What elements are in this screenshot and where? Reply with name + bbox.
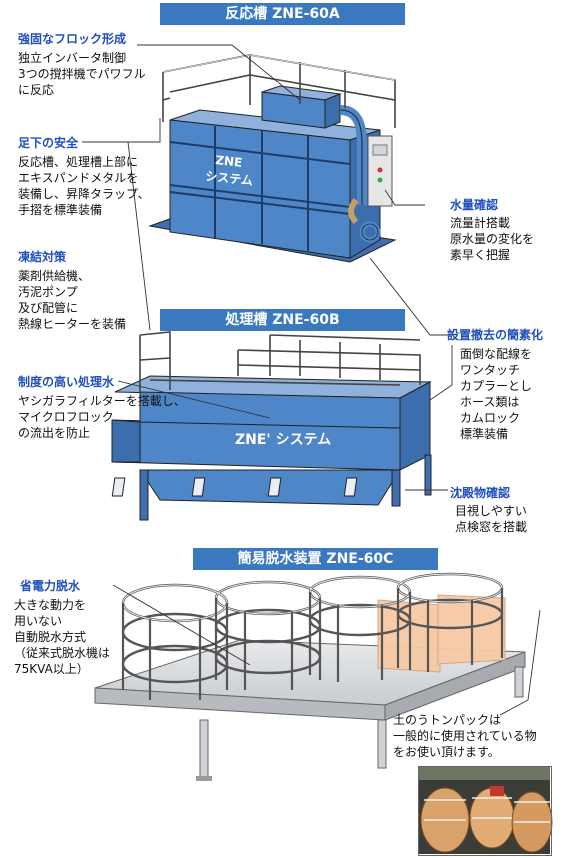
dewatering-unit-illustration: [94, 572, 526, 781]
callout-title-safety: 足下の安全: [18, 136, 79, 150]
callout-title-freeze: 凍結対策: [18, 250, 67, 264]
tonpack-photo: [418, 766, 552, 856]
callout-title-floc: 強固なフロック形成: [18, 32, 127, 46]
tank-b-logo: ZNE' システム: [235, 432, 331, 448]
callout-body-power: 大きな動力を 用いない 自動脱水方式 （従来式脱水機は 75KVA以上）: [14, 598, 111, 676]
callout-body-flow: 流量計搭載 原水量の変化を 素早く把握: [450, 216, 535, 262]
callout-body-floc: 独立インバータ制御 3つの撹拌機でパワフル に反応: [18, 51, 146, 97]
leader-lines: [82, 44, 541, 716]
tank-a-logo-line2: システム: [205, 169, 254, 188]
callout-title-sediment: 沈殿物確認: [450, 486, 511, 500]
callout-title-power: 省電力脱水: [20, 579, 81, 593]
tank-a-logo-line1: ZNE: [215, 153, 243, 170]
callout-title-water: 制度の高い処理水: [18, 375, 115, 389]
callout-body-water: ヤシガラフィルターを搭載し、 マイクロフロック の流出を防止: [18, 394, 186, 440]
reactor-tank-illustration: ZNE システム: [148, 54, 397, 263]
treatment-tank-illustration: ZNE' システム: [111, 331, 432, 521]
tonpack-photo-art: [418, 766, 553, 854]
callout-title-flow: 水量確認: [450, 198, 499, 212]
section-banner-treatment: 処理槽 ZNE-60B: [160, 309, 405, 331]
callout-body-safety: 反応槽、処理槽上部に エキスパンドメタルを 装備し、昇降タラップ、 手摺を標準装…: [18, 155, 150, 217]
callout-body-freeze: 薬剤供給機、 汚泥ポンプ 及び配管に 熱線ヒーターを装備: [18, 269, 127, 331]
section-banner-reactor: 反応槽 ZNE-60A: [160, 3, 405, 25]
tonpack-note: 土のうトンパックは 一般的に使用されている物 をお使い頂けます。: [393, 713, 537, 759]
callout-title-install: 設置撤去の簡素化: [447, 328, 544, 342]
section-banner-dewatering: 簡易脱水装置 ZNE-60C: [193, 548, 438, 570]
callout-body-sediment: 目視しやすい 点検窓を搭載: [455, 504, 528, 534]
callout-body-install: 面倒な配線を ワンタッチ カプラーとし ホース類は カムロック 標準装備: [460, 347, 533, 441]
